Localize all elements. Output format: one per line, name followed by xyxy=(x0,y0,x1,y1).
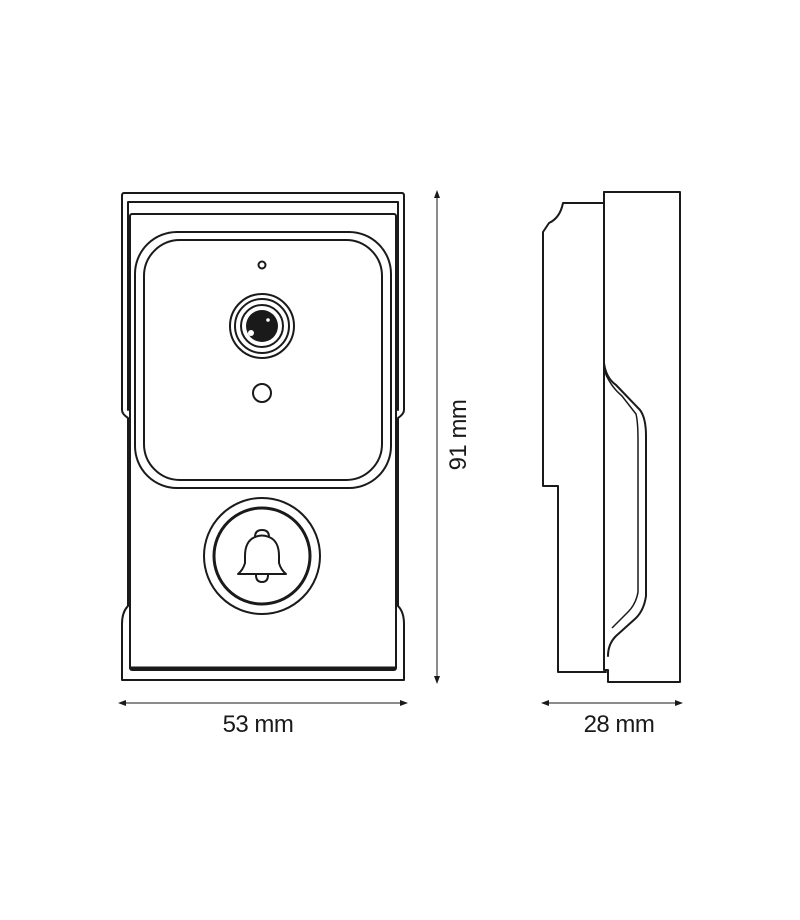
side-inner-contour xyxy=(603,369,639,629)
width-dimension xyxy=(118,700,408,706)
depth-dimension xyxy=(541,700,683,706)
camera-lens xyxy=(229,293,295,359)
height-label: 91 mm xyxy=(445,400,472,471)
side-front-contour xyxy=(603,191,647,657)
doorbell-button xyxy=(203,497,321,615)
bell-icon xyxy=(237,529,287,583)
camera-panel-inner xyxy=(143,239,383,481)
device-body xyxy=(129,213,397,671)
side-device-body xyxy=(603,191,681,683)
light-sensor xyxy=(252,383,272,403)
side-view xyxy=(542,191,681,683)
depth-label: 28 mm xyxy=(584,711,655,738)
width-label: 53 mm xyxy=(223,711,294,738)
camera-panel-outer xyxy=(134,231,392,489)
status-led xyxy=(257,260,267,270)
bracket-inner-rim xyxy=(127,201,399,411)
height-dimension xyxy=(434,190,440,684)
mounting-bracket xyxy=(121,192,405,681)
side-mounting-plate xyxy=(542,202,607,673)
front-view xyxy=(121,192,405,681)
